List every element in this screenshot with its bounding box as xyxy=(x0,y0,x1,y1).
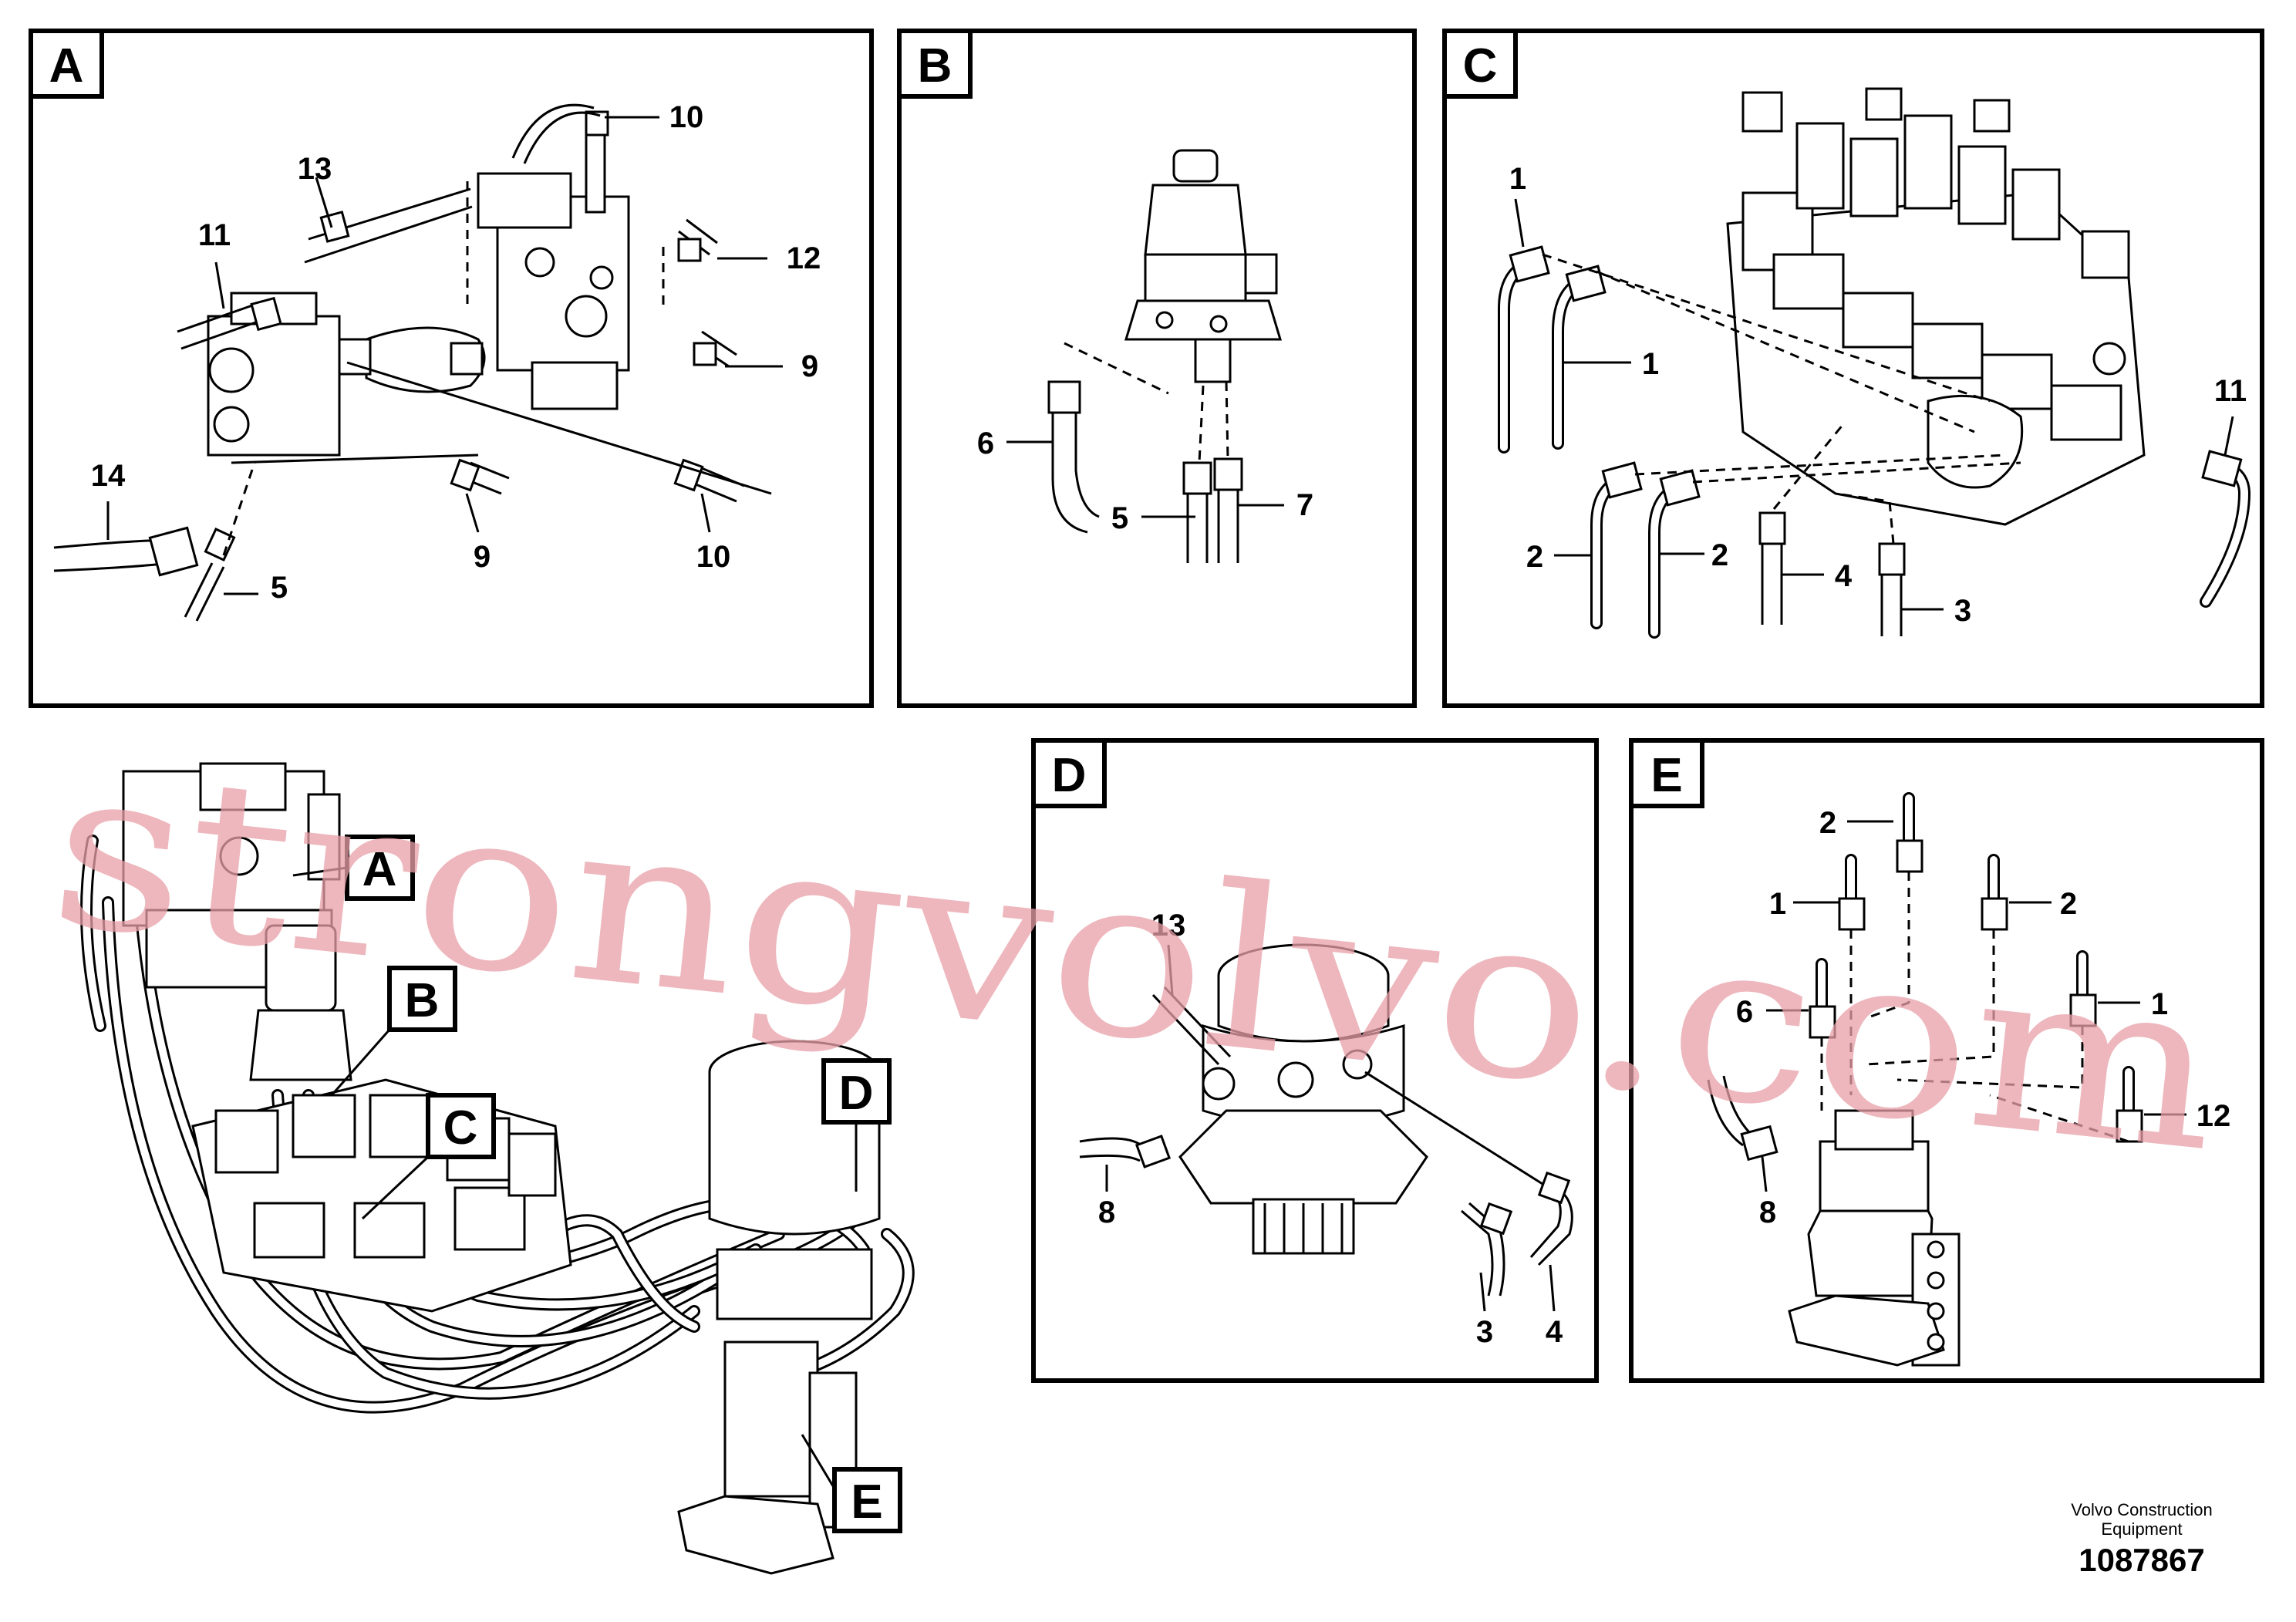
panel-d-frame xyxy=(1031,738,1599,1383)
footer-drawing-number: 1087867 xyxy=(2079,1542,2205,1578)
panel-e-callout-8: 8 xyxy=(1759,1195,1776,1229)
panel-e: E xyxy=(1629,738,2264,1383)
panel-a-callout-10-bottom: 10 xyxy=(696,540,731,574)
panel-e-leaders xyxy=(1761,820,2186,1192)
panel-e-callout-2-top: 2 xyxy=(1819,806,1836,840)
panel-e-tag: E xyxy=(1650,749,1682,802)
panel-a-callout-10-top: 10 xyxy=(669,100,704,134)
panel-e-hoses xyxy=(1707,792,2143,1162)
panel-a-callout-13: 13 xyxy=(298,152,332,186)
panel-b-leaders xyxy=(1006,342,1284,518)
panel-c-tag-box xyxy=(1442,29,1518,99)
panel-d-callout-3: 3 xyxy=(1476,1315,1493,1349)
panel-e-tag-box xyxy=(1629,738,1704,808)
panel-b-hoses xyxy=(1047,380,1243,563)
overview-tag-a: A xyxy=(362,843,397,896)
panel-a-hoses xyxy=(53,103,745,622)
overview-tag-e: E xyxy=(851,1475,882,1529)
panel-c-frame xyxy=(1442,29,2264,708)
panel-c-callout-2-right: 2 xyxy=(1711,538,1728,572)
panel-d-leaders xyxy=(1105,944,1556,1312)
panel-d-hoses xyxy=(1079,986,1573,1297)
overview-tag-b: B xyxy=(405,974,440,1027)
overview-assembly: A B C D E xyxy=(80,762,915,1575)
overview-tag-d: D xyxy=(839,1067,874,1120)
overview-leader-a xyxy=(292,866,348,877)
footer: Volvo Construction Equipment 1087867 xyxy=(2071,1500,2212,1578)
panel-b-tag: B xyxy=(918,39,952,93)
panel-c: C xyxy=(1442,29,2264,708)
panel-a-callout-5: 5 xyxy=(271,571,288,605)
panel-e-frame xyxy=(1629,738,2264,1383)
overview-sensor xyxy=(249,924,352,1081)
panel-a: A xyxy=(29,29,874,708)
panel-e-swivel-joint-drawing xyxy=(1788,1109,1961,1367)
panel-a-leaders xyxy=(106,116,783,595)
panel-a-callout-11: 11 xyxy=(198,218,231,252)
panel-c-tag: C xyxy=(1463,39,1498,93)
panel-c-hoses xyxy=(1498,245,2251,639)
panel-c-control-valve-drawing xyxy=(1726,87,2146,526)
panel-a-callout-12: 12 xyxy=(787,241,821,275)
overview-leader-b xyxy=(330,1029,391,1096)
panel-b-callout-5: 5 xyxy=(1111,501,1128,535)
panel-e-callout-1-left: 1 xyxy=(1769,887,1786,921)
overview-tag-box-a xyxy=(345,835,415,901)
overview-swivel-joint xyxy=(677,1340,858,1575)
panel-a-callout-9-bottom: 9 xyxy=(474,540,491,574)
panel-c-callout-3: 3 xyxy=(1954,594,1971,628)
panel-d-callout-8: 8 xyxy=(1098,1195,1115,1229)
panel-a-tag-box xyxy=(29,29,104,99)
panel-a-frame xyxy=(29,29,874,708)
panel-b-frame xyxy=(897,29,1417,708)
panel-c-callout-1-top: 1 xyxy=(1509,162,1526,196)
panel-a-valve-drawing xyxy=(207,110,630,457)
footer-company-line1: Volvo Construction xyxy=(2071,1500,2212,1519)
panel-c-callout-11: 11 xyxy=(2214,374,2247,408)
panel-d-swing-motor-drawing xyxy=(1178,943,1428,1255)
panel-d-callout-13: 13 xyxy=(1151,909,1186,943)
panel-e-callout-6: 6 xyxy=(1736,995,1753,1029)
panel-e-callout-2-right: 2 xyxy=(2060,887,2077,921)
overview-control-valve xyxy=(191,1078,572,1313)
overview-tag-box-c xyxy=(426,1093,496,1159)
overview-tag-box-e xyxy=(832,1467,902,1533)
panel-b-callout-7: 7 xyxy=(1296,488,1313,522)
overview-leader-e xyxy=(801,1434,836,1489)
panel-d: D xyxy=(1031,738,1599,1383)
overview-tag-c: C xyxy=(443,1101,478,1155)
panel-b-callout-6: 6 xyxy=(977,427,994,460)
panel-e-callout-1-right: 1 xyxy=(2151,987,2168,1021)
panel-c-callout-4: 4 xyxy=(1835,559,1853,593)
panel-b: B 6 xyxy=(897,29,1417,708)
panel-d-tag-box xyxy=(1031,738,1107,808)
overview-tag-box-b xyxy=(387,966,457,1032)
overview-leader-c xyxy=(361,1155,430,1220)
panel-a-callout-9-right: 9 xyxy=(801,349,818,383)
panel-d-tag: D xyxy=(1052,749,1087,802)
panel-b-sensor-drawing xyxy=(1124,149,1283,383)
panel-a-tag: A xyxy=(49,39,84,93)
panel-e-callout-12: 12 xyxy=(2197,1099,2231,1133)
footer-company-line2: Equipment xyxy=(2101,1519,2182,1539)
panel-c-leaders xyxy=(1514,198,2234,611)
panel-d-callout-4: 4 xyxy=(1546,1315,1563,1349)
panel-c-callout-2-left: 2 xyxy=(1526,540,1543,574)
panel-b-tag-box xyxy=(897,29,973,99)
panel-c-callout-1-mid: 1 xyxy=(1642,347,1659,381)
panel-a-callout-14: 14 xyxy=(91,459,126,493)
